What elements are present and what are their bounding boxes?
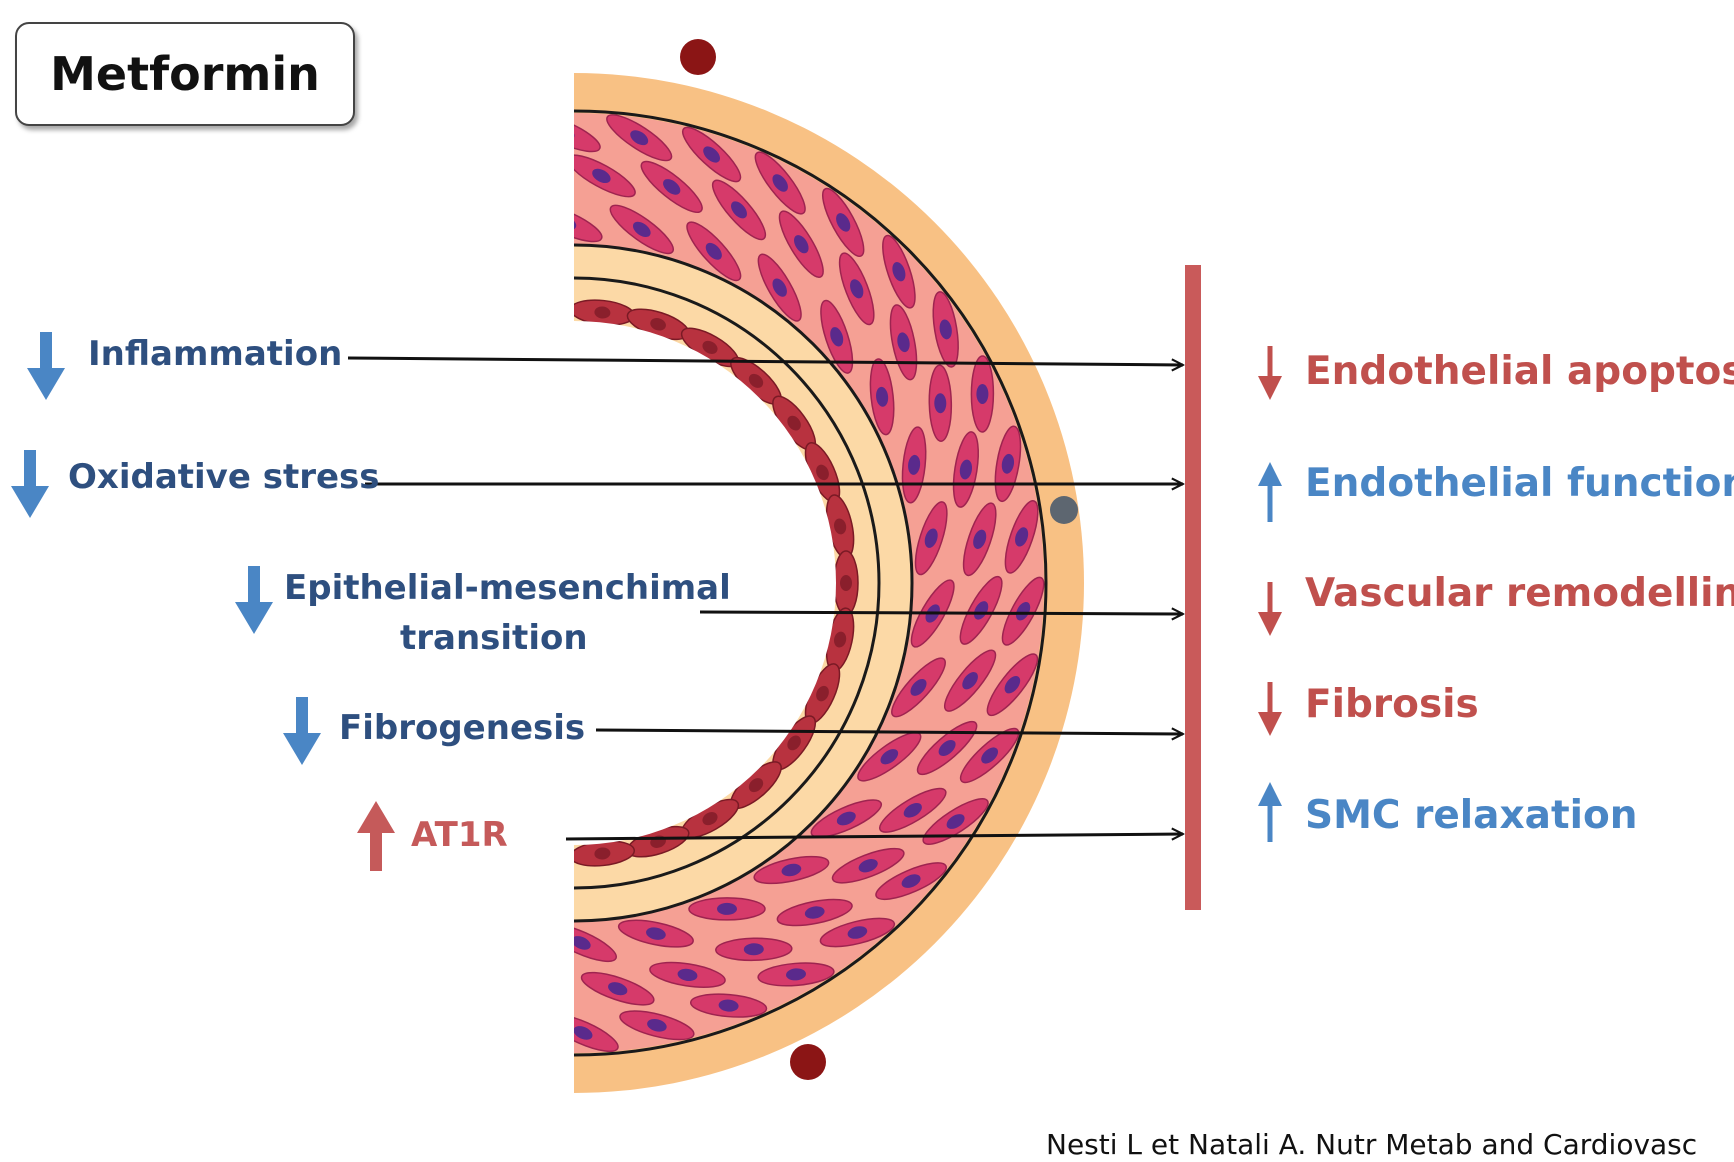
up-arrow-icon: [1258, 462, 1282, 522]
arrow-emt: [700, 612, 1183, 614]
left-effect-fibrogenesis: Fibrogenesis: [339, 708, 585, 748]
left-effect-emt-line1: Epithelial-mesenchimal: [284, 568, 731, 608]
smooth-muscle-cell: [971, 356, 993, 432]
title-box: Metformin: [15, 22, 355, 126]
right-outcome-endothelial-function: Endothelial function: [1305, 461, 1734, 506]
right-direction-arrows: [1258, 346, 1282, 842]
citation-text: Nesti L et Natali A. Nutr Metab and Card…: [1046, 1128, 1697, 1161]
effect-barrier-bar: [1185, 265, 1201, 910]
right-outcome-endothelial-apoptosis: Endothelial apoptosis: [1305, 349, 1734, 394]
vasa-vasorum-top: [680, 39, 716, 75]
down-arrow-icon: [11, 450, 49, 518]
left-effect-at1r: AT1R: [411, 815, 508, 855]
diagram-title: Metformin: [50, 47, 320, 101]
left-effect-inflammation: Inflammation: [88, 334, 342, 374]
up-arrow-icon: [1258, 782, 1282, 842]
down-arrow-icon: [27, 332, 65, 400]
up-arrow-icon: [357, 801, 395, 871]
endothelial-cell: [834, 551, 858, 615]
left-effect-oxidative-stress: Oxidative stress: [68, 457, 380, 497]
down-arrow-icon: [1258, 682, 1282, 736]
right-outcome-smc-relaxation: SMC relaxation: [1305, 793, 1638, 838]
adventitia-dot: [1050, 496, 1078, 524]
right-outcome-fibrosis: Fibrosis: [1305, 682, 1479, 727]
left-effect-emt-line2: transition: [400, 618, 588, 658]
down-arrow-icon: [1258, 346, 1282, 400]
down-arrow-icon: [1258, 582, 1282, 636]
smooth-muscle-cell: [689, 898, 765, 920]
down-arrow-icon: [235, 566, 273, 634]
vasa-vasorum-bottom: [790, 1044, 826, 1080]
right-outcome-vascular-remodelling: Vascular remodelling: [1305, 571, 1734, 616]
down-arrow-icon: [283, 697, 321, 765]
